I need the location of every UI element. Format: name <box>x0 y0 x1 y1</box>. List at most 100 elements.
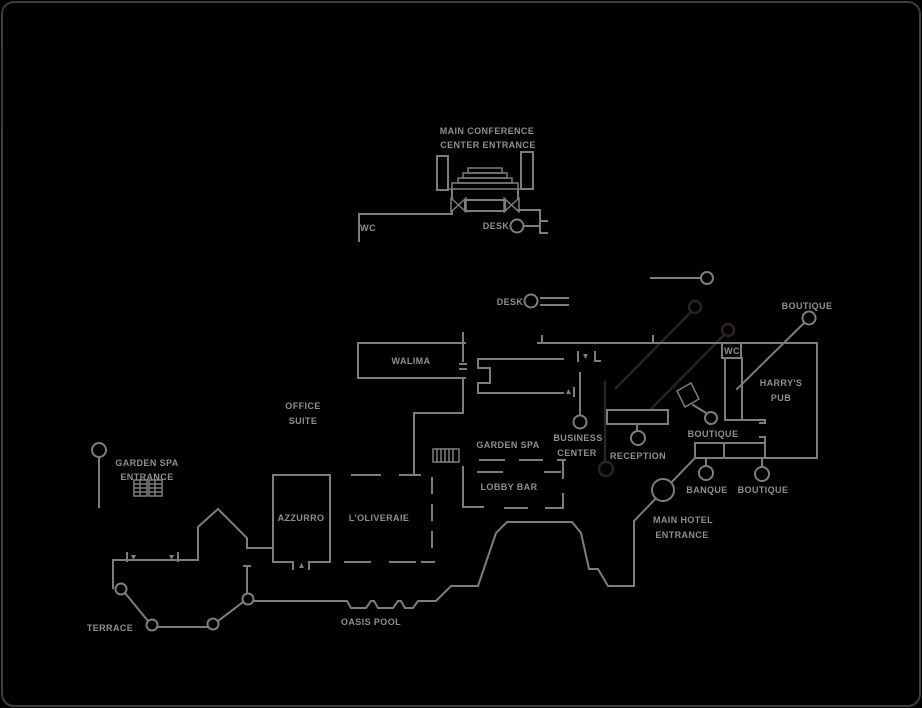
west-door-arrow-2 <box>169 555 174 560</box>
lobby-bar-corner-east <box>504 459 566 509</box>
label-boutique-mid: BOUTIQUE <box>688 429 739 439</box>
label-desk-upper: DESK <box>483 221 510 231</box>
terrace-walls <box>123 591 245 628</box>
entrance-steps-base <box>449 182 521 190</box>
pub-south-wall-door <box>741 419 766 444</box>
azzurro-walls <box>272 474 331 570</box>
west-door-arrow-1 <box>131 555 136 560</box>
dark-marker-1 <box>687 299 703 315</box>
door-arrow-bottom <box>566 389 571 394</box>
label-office-1: OFFICE <box>285 401 320 411</box>
bay-walls <box>197 507 273 559</box>
azzurro-door-arrow <box>299 563 304 568</box>
label-business-2: CENTER <box>557 448 597 458</box>
south-wall-path <box>252 457 696 609</box>
label-oasis-pool: OASIS POOL <box>341 617 401 627</box>
conference-center-entrance <box>358 151 548 242</box>
label-desk-mid: DESK <box>497 297 524 307</box>
label-wc-upper: WC <box>360 223 376 233</box>
boutique-upper-marker <box>801 310 817 326</box>
lobby-bar-area <box>432 448 566 509</box>
label-main-hotel-1: MAIN HOTEL <box>653 515 713 525</box>
reception-zone <box>606 409 669 446</box>
north-east-walls <box>537 342 818 459</box>
corridor-walls <box>413 377 464 476</box>
banque-marker <box>698 465 714 481</box>
terrace-column-2 <box>145 618 159 632</box>
business-center-marker <box>572 414 588 430</box>
dark-marker-3 <box>597 460 615 478</box>
label-boutique-upper: BOUTIQUE <box>782 301 833 311</box>
door-jambs-top <box>577 351 601 362</box>
boutique-upper-leader <box>735 321 806 391</box>
door-leaf-icon <box>676 381 700 409</box>
boutique-mid-marker <box>704 411 718 425</box>
label-walima: WALIMA <box>392 356 431 366</box>
main-entrance-marker <box>651 478 675 502</box>
garden-spa-entrance <box>91 442 163 508</box>
south-promenade <box>252 457 696 609</box>
label-azzurro: AZZURRO <box>278 513 325 523</box>
oliveraie-room <box>344 459 435 563</box>
entrance-column-right <box>520 151 534 190</box>
label-spa-entrance-2: ENTRANCE <box>120 472 173 482</box>
label-oliveraie: L'OLIVERAIE <box>349 513 410 523</box>
conference-west-wall <box>358 189 453 242</box>
labels-layer: MAIN CONFERENCE CENTER ENTRANCE WC DESK … <box>87 126 833 633</box>
label-wc-pub: WC <box>724 346 740 356</box>
harrys-pub-block <box>537 335 818 459</box>
north-wall-ticks <box>541 335 654 344</box>
bay-door-stub <box>243 565 251 595</box>
terrace-column-1 <box>114 582 128 596</box>
label-harrys-2: PUB <box>771 393 791 403</box>
spa-entrance-marker <box>91 442 107 458</box>
label-boutique-lower: BOUTIQUE <box>738 485 789 495</box>
label-main-hotel-2: ENTRANCE <box>655 530 708 540</box>
lobby-bar-corner-west <box>462 466 484 508</box>
label-spa-entrance-1: GARDEN SPA <box>115 458 178 468</box>
stairs-treads <box>436 448 454 463</box>
label-business-1: BUSINESS <box>553 433 602 443</box>
lobby-bar-dashes-top <box>477 459 561 473</box>
shops-strip <box>694 442 770 482</box>
desk-mid-counter <box>540 297 569 306</box>
conference-east-wall <box>517 189 548 234</box>
stairs-icon <box>432 448 460 463</box>
lobby-markers <box>597 271 736 478</box>
label-terrace: TERRACE <box>87 623 133 633</box>
label-office-2: SUITE <box>289 416 318 426</box>
revolving-door-left-icon <box>450 197 467 213</box>
label-lobby-bar: LOBBY BAR <box>481 482 538 492</box>
label-banque: BANQUE <box>686 485 727 495</box>
walima-room <box>357 332 467 476</box>
boutique-upper <box>735 310 817 391</box>
service-block-walls <box>477 358 564 394</box>
west-wall <box>112 552 199 589</box>
desk-mid-marker <box>523 293 539 309</box>
label-main-conference-2: CENTER ENTRANCE <box>440 140 536 150</box>
shops-ticks <box>705 457 763 468</box>
walima-walls <box>357 332 467 379</box>
label-garden-spa: GARDEN SPA <box>476 440 539 450</box>
terrace-column-4 <box>241 592 255 606</box>
west-bay <box>112 507 273 595</box>
revolving-door-right-icon <box>503 197 520 213</box>
boutique-mid-leader <box>691 403 708 415</box>
column-marker <box>700 271 714 285</box>
oliveraie-dashes-top <box>351 459 421 476</box>
entrance-column-left <box>436 155 449 191</box>
label-reception: RECEPTION <box>610 451 666 461</box>
desk-upper-marker <box>509 218 525 234</box>
entrance-step-3 <box>467 167 503 174</box>
azzurro-room <box>272 474 331 570</box>
dark-marker-2 <box>720 322 736 338</box>
reception-marker <box>630 430 646 446</box>
spa-stairs-treads <box>133 479 163 497</box>
wc-pub-column <box>724 357 743 421</box>
windbreak-lobby <box>464 199 506 212</box>
label-main-conference-1: MAIN CONFERENCE <box>440 126 535 136</box>
shops-counter <box>694 442 766 459</box>
